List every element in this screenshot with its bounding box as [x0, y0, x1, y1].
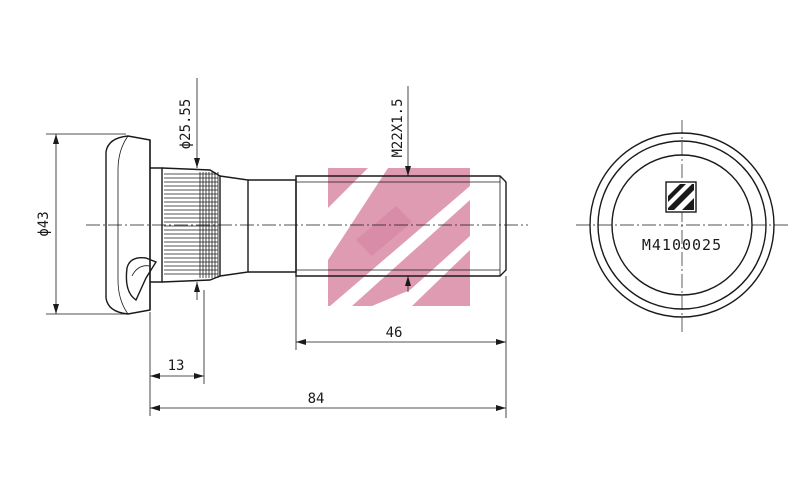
dim-head-length: 13 [149, 290, 205, 416]
head-length-label: 13 [168, 358, 185, 374]
overall-length-label: 84 [308, 391, 325, 407]
bolt-side-view [86, 135, 528, 315]
thread-length-label: 46 [386, 325, 403, 341]
dim-knurl-diameter: ϕ25.55 [178, 78, 200, 300]
watermark-logo [328, 168, 470, 306]
dim-head-diameter: ϕ43 [36, 133, 126, 315]
bolt-end-view: M4100025 [576, 120, 790, 332]
head-diameter-label: ϕ43 [36, 211, 52, 236]
knurl-lines [164, 172, 219, 278]
part-number: M4100025 [642, 236, 722, 254]
knurl-diameter-label: ϕ25.55 [178, 99, 194, 150]
dim-thread: M22X1.5 [390, 86, 411, 292]
dim-thread-length: 46 [295, 276, 507, 350]
thread-label: M22X1.5 [390, 98, 406, 157]
dim-overall-length: 84 [150, 350, 507, 418]
